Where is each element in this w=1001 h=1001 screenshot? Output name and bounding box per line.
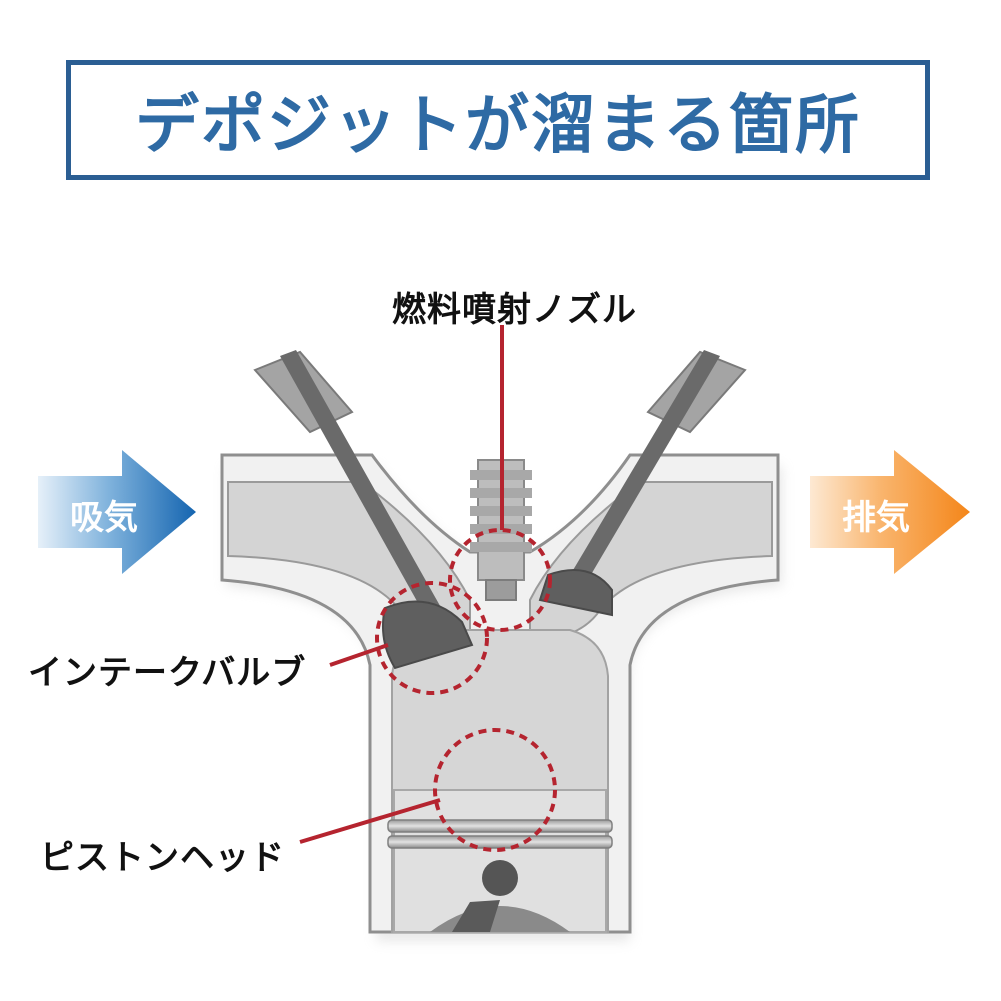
piston — [387, 789, 613, 933]
intake-arrow — [38, 450, 196, 574]
piston-head-label: ピストンヘッド — [40, 838, 285, 878]
nozzle-deposit-circle — [448, 528, 552, 632]
piston-leader-line — [299, 798, 441, 844]
page-title: デポジットが溜まる箇所 — [135, 89, 861, 163]
intake-valve-leader-line — [329, 643, 389, 667]
exhaust-label: 排気 — [842, 498, 910, 538]
exhaust-valve — [538, 350, 747, 617]
exhaust-arrow — [810, 450, 970, 574]
intake-label: 吸気 — [70, 498, 138, 538]
intake-valve-label: インテークバルブ — [28, 653, 307, 693]
nozzle-label: 燃料噴射ノズル — [392, 290, 637, 330]
intake-valve — [253, 350, 474, 670]
piston-head-deposit-circle — [433, 728, 557, 852]
title-box: デポジットが溜まる箇所 — [66, 60, 930, 180]
intake-valve-deposit-circle — [375, 581, 489, 695]
